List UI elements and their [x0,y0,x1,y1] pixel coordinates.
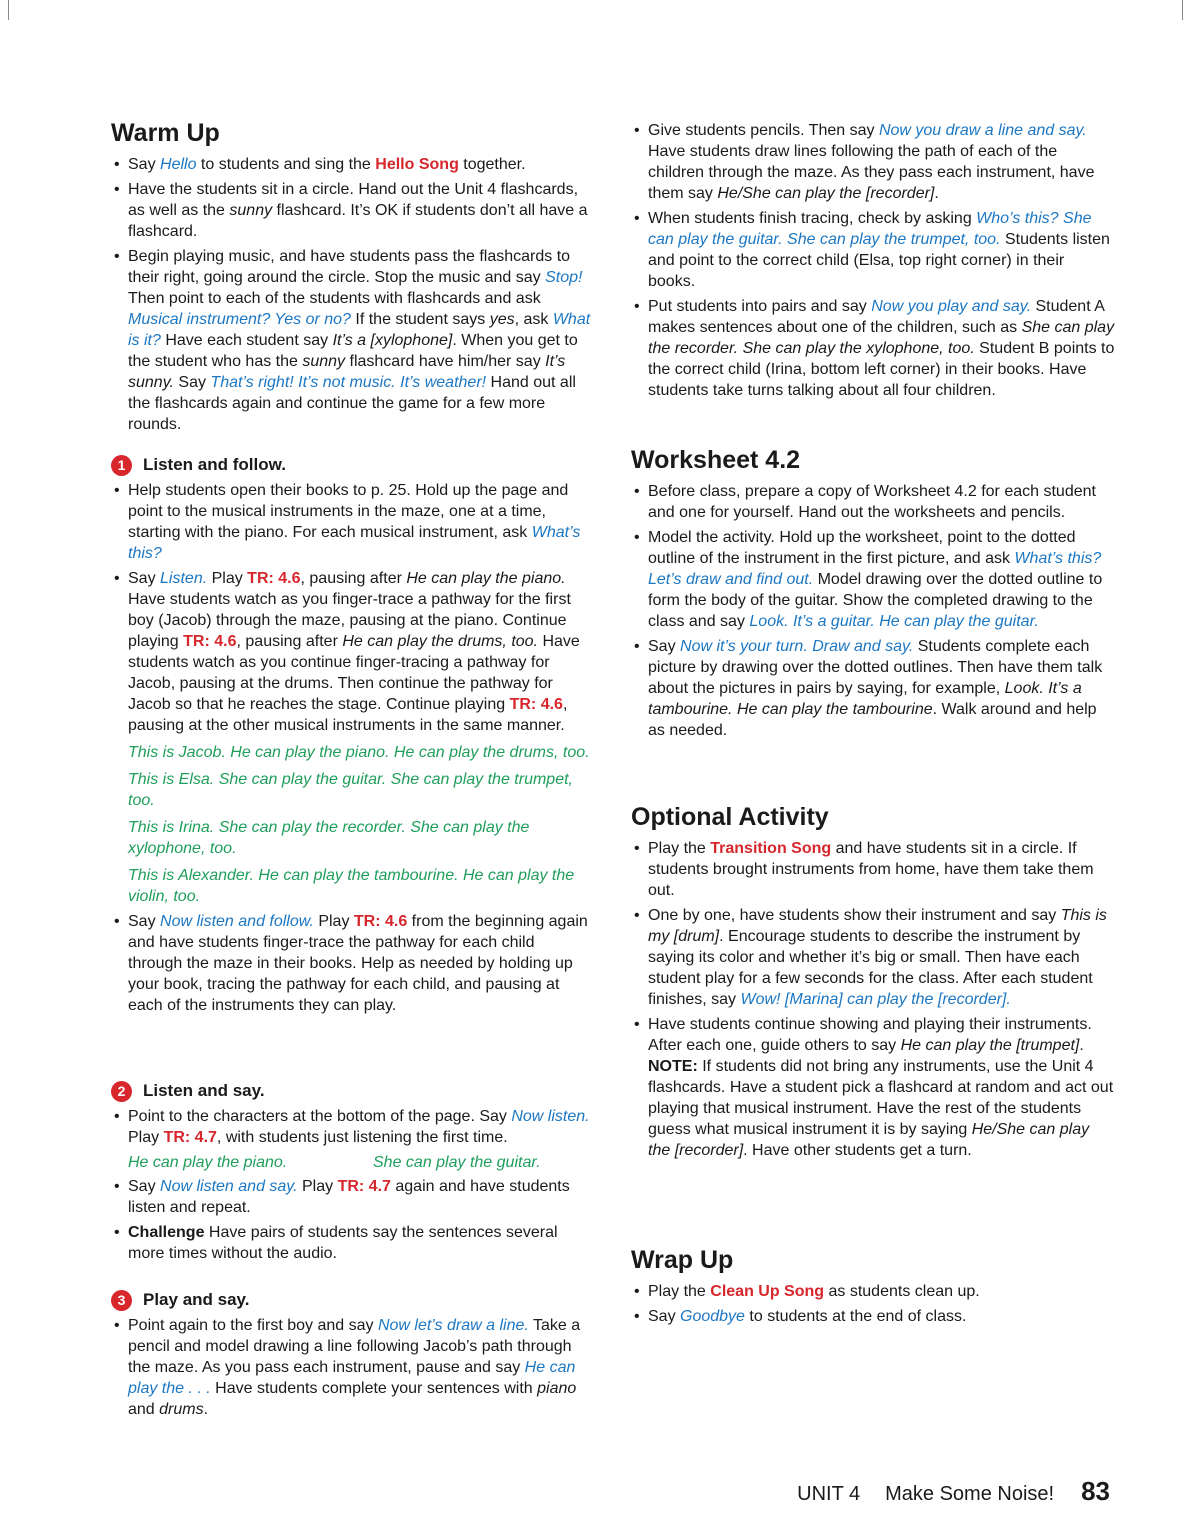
list-item: Model the activity. Hold up the workshee… [631,527,1115,632]
page-number: 83 [1081,1476,1110,1506]
audio-line: This is Alexander. He can play the tambo… [128,867,575,905]
list-item: Challenge Have pairs of students say the… [111,1222,591,1264]
activity-number-badge: 3 [111,1289,132,1311]
list-item: When students finish tracing, check by a… [631,208,1115,292]
continued-section: Give students pencils. Then say Now you … [631,120,1115,405]
crop-mark-right [1182,0,1183,20]
wrap-up-section: Wrap Up Play the Clean Up Song as studen… [631,1245,1115,1331]
activity-number-badge: 2 [111,1080,132,1102]
list-item: Say Now it’s your turn. Draw and say. St… [631,636,1115,741]
list-item: Begin playing music, and have students p… [111,246,591,435]
list-item: Point again to the first boy and say Now… [111,1315,591,1420]
audio-line-pair: He can play the piano.She can play the g… [128,1154,541,1171]
page-footer: UNIT 4 Make Some Noise! 83 [797,1476,1110,1507]
list-item: Say Now listen and say. Play TR: 4.7 aga… [111,1176,591,1218]
list-item: Give students pencils. Then say Now you … [631,120,1115,204]
list-item: Play the Transition Song and have studen… [631,838,1115,901]
list-item: Have students continue showing and playi… [631,1014,1115,1161]
section-heading: Wrap Up [631,1246,734,1274]
list-item: Say Goodbye to students at the end of cl… [631,1306,1115,1327]
audio-line: This is Elsa. She can play the guitar. S… [128,771,573,809]
crop-mark-left [8,0,9,20]
optional-activity-section: Optional Activity Play the Transition So… [631,802,1115,1165]
activity-number-badge: 1 [111,454,132,476]
worksheet-section: Worksheet 4.2 Before class, prepare a co… [631,445,1115,745]
list-item: Say Hello to students and sing the Hello… [111,154,591,175]
audio-line: This is Jacob. He can play the piano. He… [128,744,590,761]
list-item: Before class, prepare a copy of Workshee… [631,481,1115,523]
list-item: Have the students sit in a circle. Hand … [111,179,591,242]
list-item: Put students into pairs and say Now you … [631,296,1115,401]
list-item: Say Now listen and follow. Play TR: 4.6 … [111,911,591,1016]
list-item: Play the Clean Up Song as students clean… [631,1281,1115,1302]
list-item: Point to the characters at the bottom of… [111,1106,591,1148]
section-heading: Warm Up [111,119,220,147]
warm-up-section: Warm Up Say Hello to students and sing t… [111,118,591,439]
list-item: Help students open their books to p. 25.… [111,480,591,564]
section-heading: Worksheet 4.2 [631,446,801,474]
unit-label: UNIT 4 [797,1483,861,1505]
list-item: One by one, have students show their ins… [631,905,1115,1010]
unit-title: Make Some Noise! [885,1483,1055,1505]
section-heading: Optional Activity [631,803,829,831]
list-item: Say Listen. Play TR: 4.6, pausing after … [111,568,591,736]
audio-line: This is Irina. She can play the recorder… [128,819,530,857]
